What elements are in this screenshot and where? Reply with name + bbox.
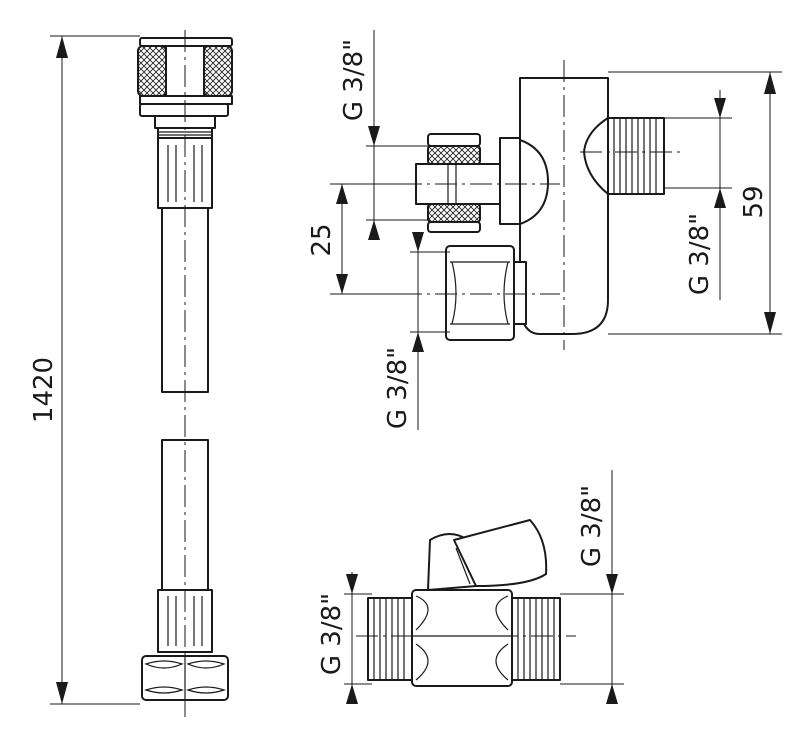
thread-right-label: G 3/8": [685, 213, 715, 295]
dimension-thread-ball-left: G 3/8": [317, 572, 372, 704]
dimension-25: 25: [307, 183, 420, 295]
thread-ball-right-label: G 3/8": [577, 485, 607, 567]
dimension-thread-bottom-left: G 3/8": [383, 232, 450, 430]
dimension-59: 59: [608, 71, 782, 335]
dimension-1420: 1420: [29, 35, 140, 705]
dim-1420-label: 1420: [29, 357, 59, 423]
dim-25-label: 25: [307, 223, 337, 256]
angle-valve: [400, 60, 680, 350]
thread-ball-left-label: G 3/8": [317, 593, 347, 675]
dim-59-label: 59: [739, 185, 769, 218]
ball-valve: [356, 519, 576, 687]
thread-top-left-label: G 3/8": [339, 39, 369, 121]
thread-bottom-left-label: G 3/8": [383, 347, 413, 429]
hose-assembly: [137, 30, 233, 718]
dimension-thread-right: G 3/8": [664, 90, 732, 300]
dimension-thread-top-left: G 3/8": [339, 30, 430, 240]
dimension-thread-ball-right: G 3/8": [560, 470, 624, 704]
